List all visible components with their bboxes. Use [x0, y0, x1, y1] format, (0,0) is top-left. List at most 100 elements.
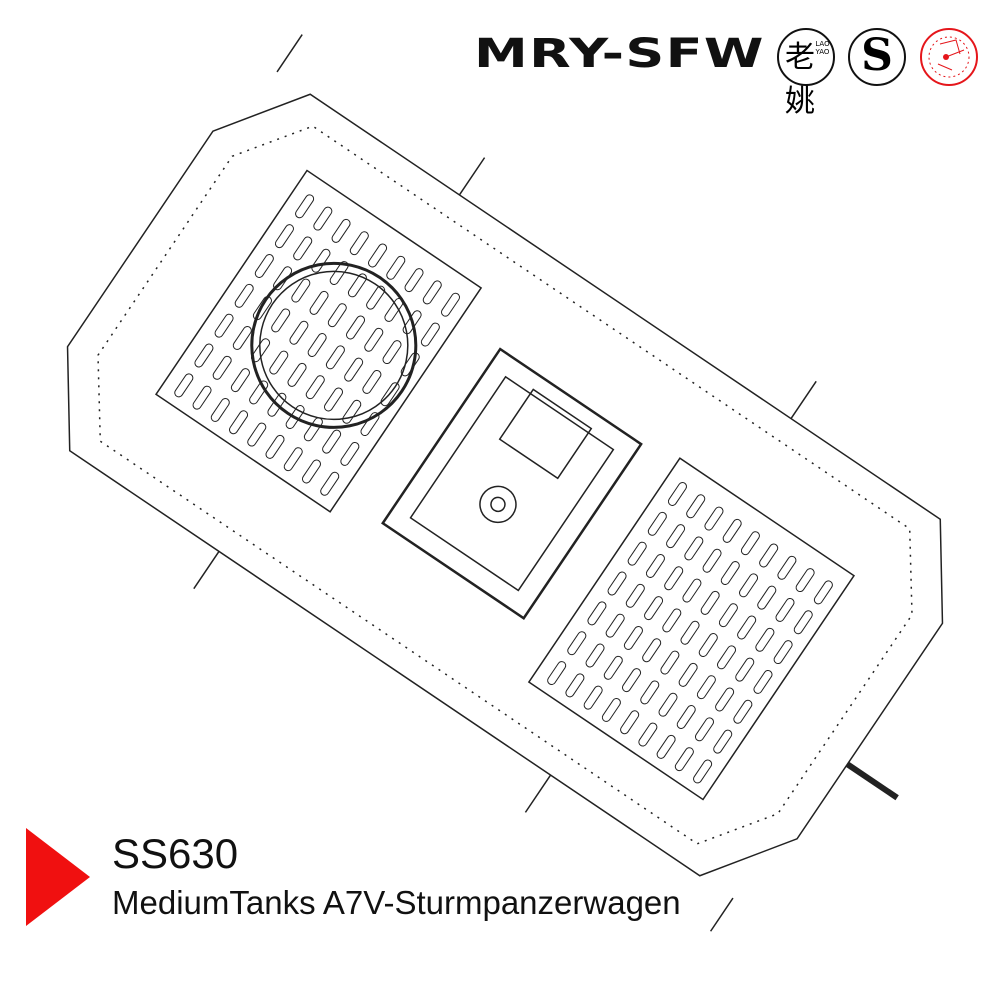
- grille-slot: [254, 254, 274, 278]
- grille-slot: [234, 283, 254, 308]
- grille-slot: [755, 627, 775, 652]
- grille-slot: [753, 669, 773, 694]
- grille-slot: [192, 385, 212, 410]
- grille-slot: [420, 322, 440, 347]
- grille-slot: [664, 566, 684, 591]
- grille-slot: [320, 471, 340, 496]
- grille-slot: [345, 315, 366, 340]
- grille-slot: [678, 662, 698, 687]
- grille-slot: [738, 573, 759, 598]
- hatch-ring: [250, 261, 418, 429]
- grille-slot: [773, 640, 793, 665]
- grille-slot: [733, 699, 753, 724]
- grille-slot: [305, 375, 325, 400]
- grille-slot: [662, 608, 682, 633]
- grille-slot: [340, 441, 360, 466]
- hull-outline: [66, 93, 944, 877]
- grille-slot: [656, 734, 676, 759]
- grille-slot: [289, 320, 309, 345]
- grille-slot: [422, 280, 442, 305]
- grille-slot: [274, 224, 294, 249]
- red-arrow-icon: [26, 828, 90, 926]
- grille-slot: [694, 717, 715, 742]
- logo-small-text: LAO YAO: [815, 40, 830, 56]
- grille-slot: [307, 333, 327, 357]
- grille-slot: [722, 518, 742, 543]
- grille-slot: [638, 722, 658, 747]
- grille-slot: [347, 273, 367, 298]
- brand-wordmark: MRY-SFW: [474, 31, 765, 77]
- grille-slot: [735, 657, 755, 682]
- grille-slot: [716, 645, 737, 670]
- grille-slot: [642, 638, 662, 663]
- grille-slot: [402, 310, 422, 335]
- grille-slot: [601, 697, 621, 722]
- grille-slot: [440, 292, 461, 317]
- grille-slot: [702, 548, 722, 573]
- grille-slot: [386, 255, 406, 280]
- grille-slot: [230, 368, 250, 393]
- grille-slot: [174, 373, 194, 398]
- grille-slot: [269, 350, 289, 375]
- grille-slot: [368, 243, 388, 268]
- grille-slot: [644, 596, 664, 621]
- grille-slot: [349, 231, 369, 256]
- grille-slot: [625, 583, 645, 608]
- product-code: SS630: [112, 830, 239, 877]
- grille-slot: [309, 290, 329, 315]
- grille-slot: [362, 369, 382, 394]
- turret-box: [381, 347, 643, 620]
- grille-slot: [698, 633, 718, 657]
- grille-slot: [757, 585, 777, 610]
- grille-slot: [228, 410, 249, 435]
- grille-slot: [660, 650, 680, 675]
- grille-slot: [587, 601, 607, 626]
- grille-slot: [342, 399, 362, 424]
- grille-slot: [658, 692, 678, 717]
- logo-chars: 老姚: [785, 40, 815, 119]
- grille-slot: [713, 729, 733, 754]
- grille-slot: [364, 327, 384, 352]
- rear-grille: [154, 169, 483, 513]
- grille-slot: [740, 531, 760, 556]
- grille-slot: [547, 661, 567, 686]
- grille-slot: [627, 541, 647, 566]
- grille-slot: [323, 387, 344, 412]
- grille-slot: [232, 326, 252, 350]
- grille-slot: [623, 626, 643, 650]
- front-grille: [527, 457, 856, 801]
- grille-slot: [666, 524, 686, 549]
- grille-slot: [327, 303, 347, 328]
- grille-slot: [667, 482, 687, 506]
- grille-slot: [194, 343, 214, 368]
- grille-slot: [212, 355, 232, 380]
- grille-slot: [696, 675, 716, 700]
- grille-slot: [674, 747, 694, 772]
- grille-slot: [640, 680, 660, 705]
- grille-slot: [715, 687, 735, 712]
- grille-slot: [645, 554, 665, 578]
- grille-slot: [720, 561, 740, 585]
- grille-slot: [271, 308, 291, 333]
- grille-slot: [793, 610, 813, 635]
- grille-slot: [704, 506, 724, 531]
- grille-slot: [620, 710, 640, 735]
- grille-slot: [295, 194, 315, 219]
- red-dragon-badge-logo: [920, 28, 978, 86]
- grille-slot: [567, 631, 587, 656]
- grille-slot: [686, 494, 706, 519]
- grille-slot: [291, 278, 311, 303]
- grille-slot: [795, 568, 815, 593]
- grille-slot: [382, 340, 402, 365]
- grille-slot: [249, 380, 269, 405]
- grille-slot: [737, 615, 757, 640]
- grille-slot: [265, 434, 285, 459]
- grille-slot: [583, 685, 603, 710]
- grille-slot: [404, 268, 424, 293]
- grille-slot: [322, 429, 342, 454]
- grille-slot: [684, 536, 704, 561]
- grille-slot: [676, 705, 696, 729]
- lao-yao-logo: 老姚 LAO YAO: [777, 28, 835, 119]
- grille-slots: [174, 194, 833, 784]
